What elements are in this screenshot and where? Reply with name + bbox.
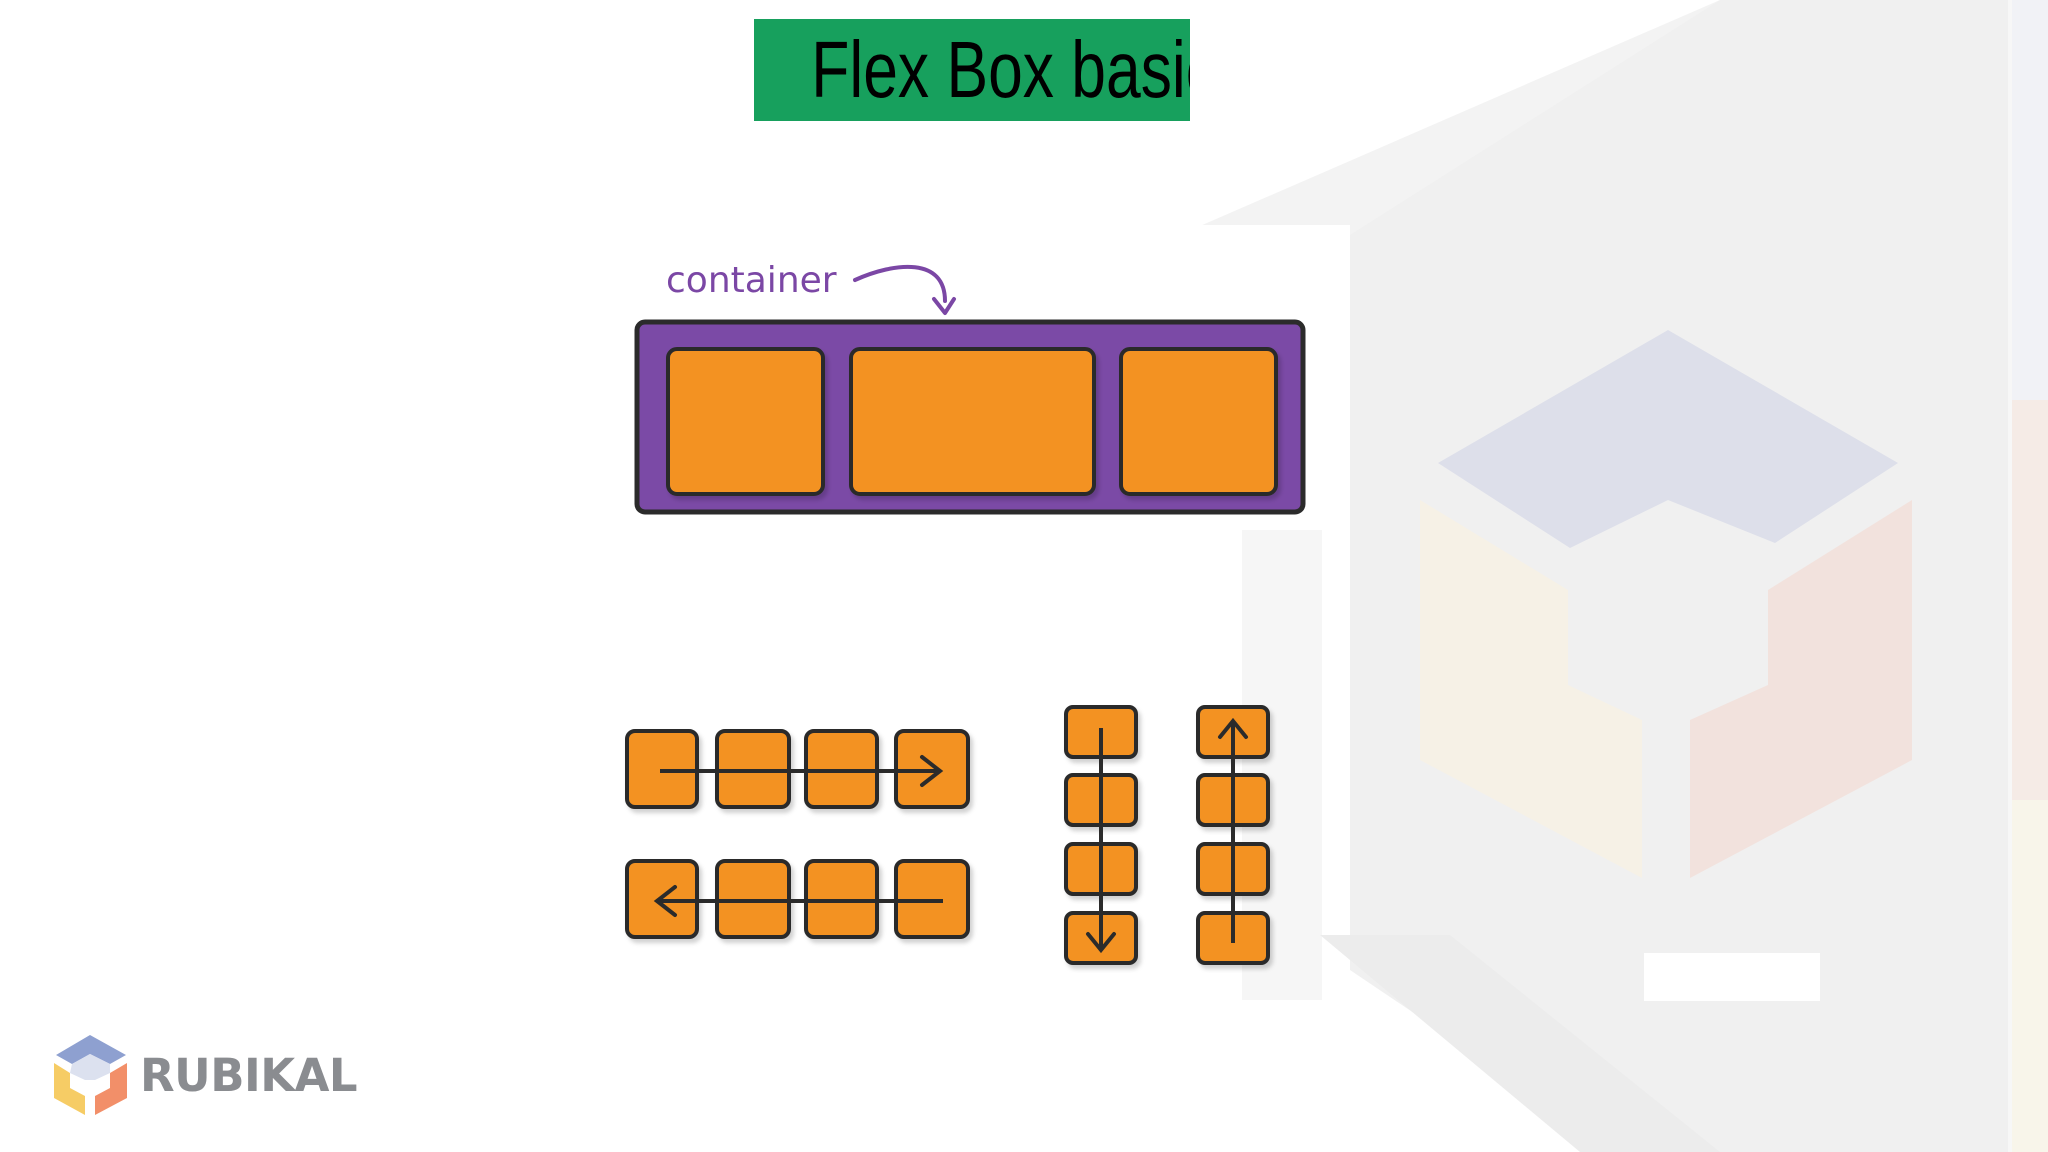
right-arrow-icon xyxy=(920,755,944,787)
rubikal-cube-icon xyxy=(54,1035,127,1115)
flex-item xyxy=(849,347,1096,496)
container-curved-arrow xyxy=(853,264,947,303)
down-arrow-icon xyxy=(1086,932,1116,954)
column-reverse-example xyxy=(1196,705,1270,965)
rubikal-logo: RUBIKAL xyxy=(52,1030,358,1120)
background-cube-left xyxy=(1420,500,1642,878)
container-label: container xyxy=(666,260,837,301)
background-hexagon xyxy=(1350,0,2008,1152)
background-edge-accent-cream xyxy=(2012,800,2048,1152)
flex-item xyxy=(1119,347,1278,496)
flex-item xyxy=(666,347,825,496)
left-arrow-icon xyxy=(653,885,677,917)
slide-title: Flex Box basic xyxy=(754,19,1190,121)
row-example xyxy=(625,729,970,809)
up-arrow-icon xyxy=(1218,717,1248,739)
rubikal-logo-text: RUBIKAL xyxy=(140,1049,358,1102)
container-arrowhead xyxy=(932,297,956,315)
column-example xyxy=(1064,705,1138,965)
slide-title-text: Flex Box basic xyxy=(811,25,1190,114)
background-edge-accent-blue xyxy=(2012,0,2048,400)
background-cube-right xyxy=(1690,500,1912,878)
background-cube-top xyxy=(1438,330,1898,548)
background-light-box xyxy=(1644,953,1820,1001)
background-diagonal xyxy=(1320,935,1720,1152)
background-edge-accent-peach xyxy=(2012,400,2048,800)
row-reverse-example xyxy=(625,859,970,939)
